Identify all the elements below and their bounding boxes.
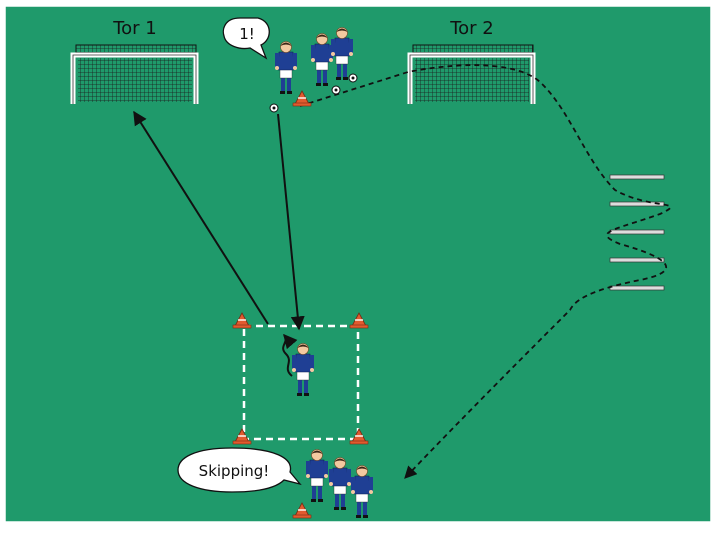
goal-1-net-roof [75, 44, 197, 54]
callout-top-text: 1! [239, 25, 255, 43]
hurdles [609, 174, 665, 291]
callout-bottom: Skipping! [177, 447, 302, 493]
goal-1-net [78, 58, 192, 102]
cone-marker [292, 90, 312, 107]
player-figure [331, 27, 353, 80]
hurdle [609, 229, 665, 235]
dribble-wiggle [282, 333, 298, 377]
goal-2: Tor 2 [407, 18, 536, 104]
goal-2-net-roof [412, 44, 534, 54]
cone-marker [349, 428, 369, 445]
player-figure [351, 465, 373, 518]
callout-top-bubble [222, 17, 270, 60]
cone-marker [292, 502, 312, 519]
player-figure [275, 41, 297, 94]
goal-1: Tor 1 [70, 18, 199, 104]
callout-bottom-bubble [177, 447, 302, 493]
ball [331, 85, 341, 95]
goal-2-net [415, 58, 529, 102]
dribble-path [299, 64, 672, 479]
square-zone [242, 324, 360, 441]
hurdle [609, 285, 665, 291]
cone-marker [349, 312, 369, 329]
cone-marker [232, 428, 252, 445]
player-figure [306, 449, 328, 502]
cone-marker [232, 312, 252, 329]
shot-arrow [133, 110, 269, 325]
pass-arrow-down [277, 113, 305, 331]
goal-1-label: Tor 1 [112, 18, 157, 39]
ball [269, 103, 279, 113]
player-figure [329, 457, 351, 510]
callout-top: 1! [222, 17, 270, 60]
ball [348, 73, 358, 83]
player-figure [292, 343, 314, 396]
goal-2-label: Tor 2 [449, 18, 494, 39]
hurdle [609, 174, 665, 180]
callout-bottom-text: Skipping! [199, 462, 270, 480]
hurdle [609, 257, 665, 263]
